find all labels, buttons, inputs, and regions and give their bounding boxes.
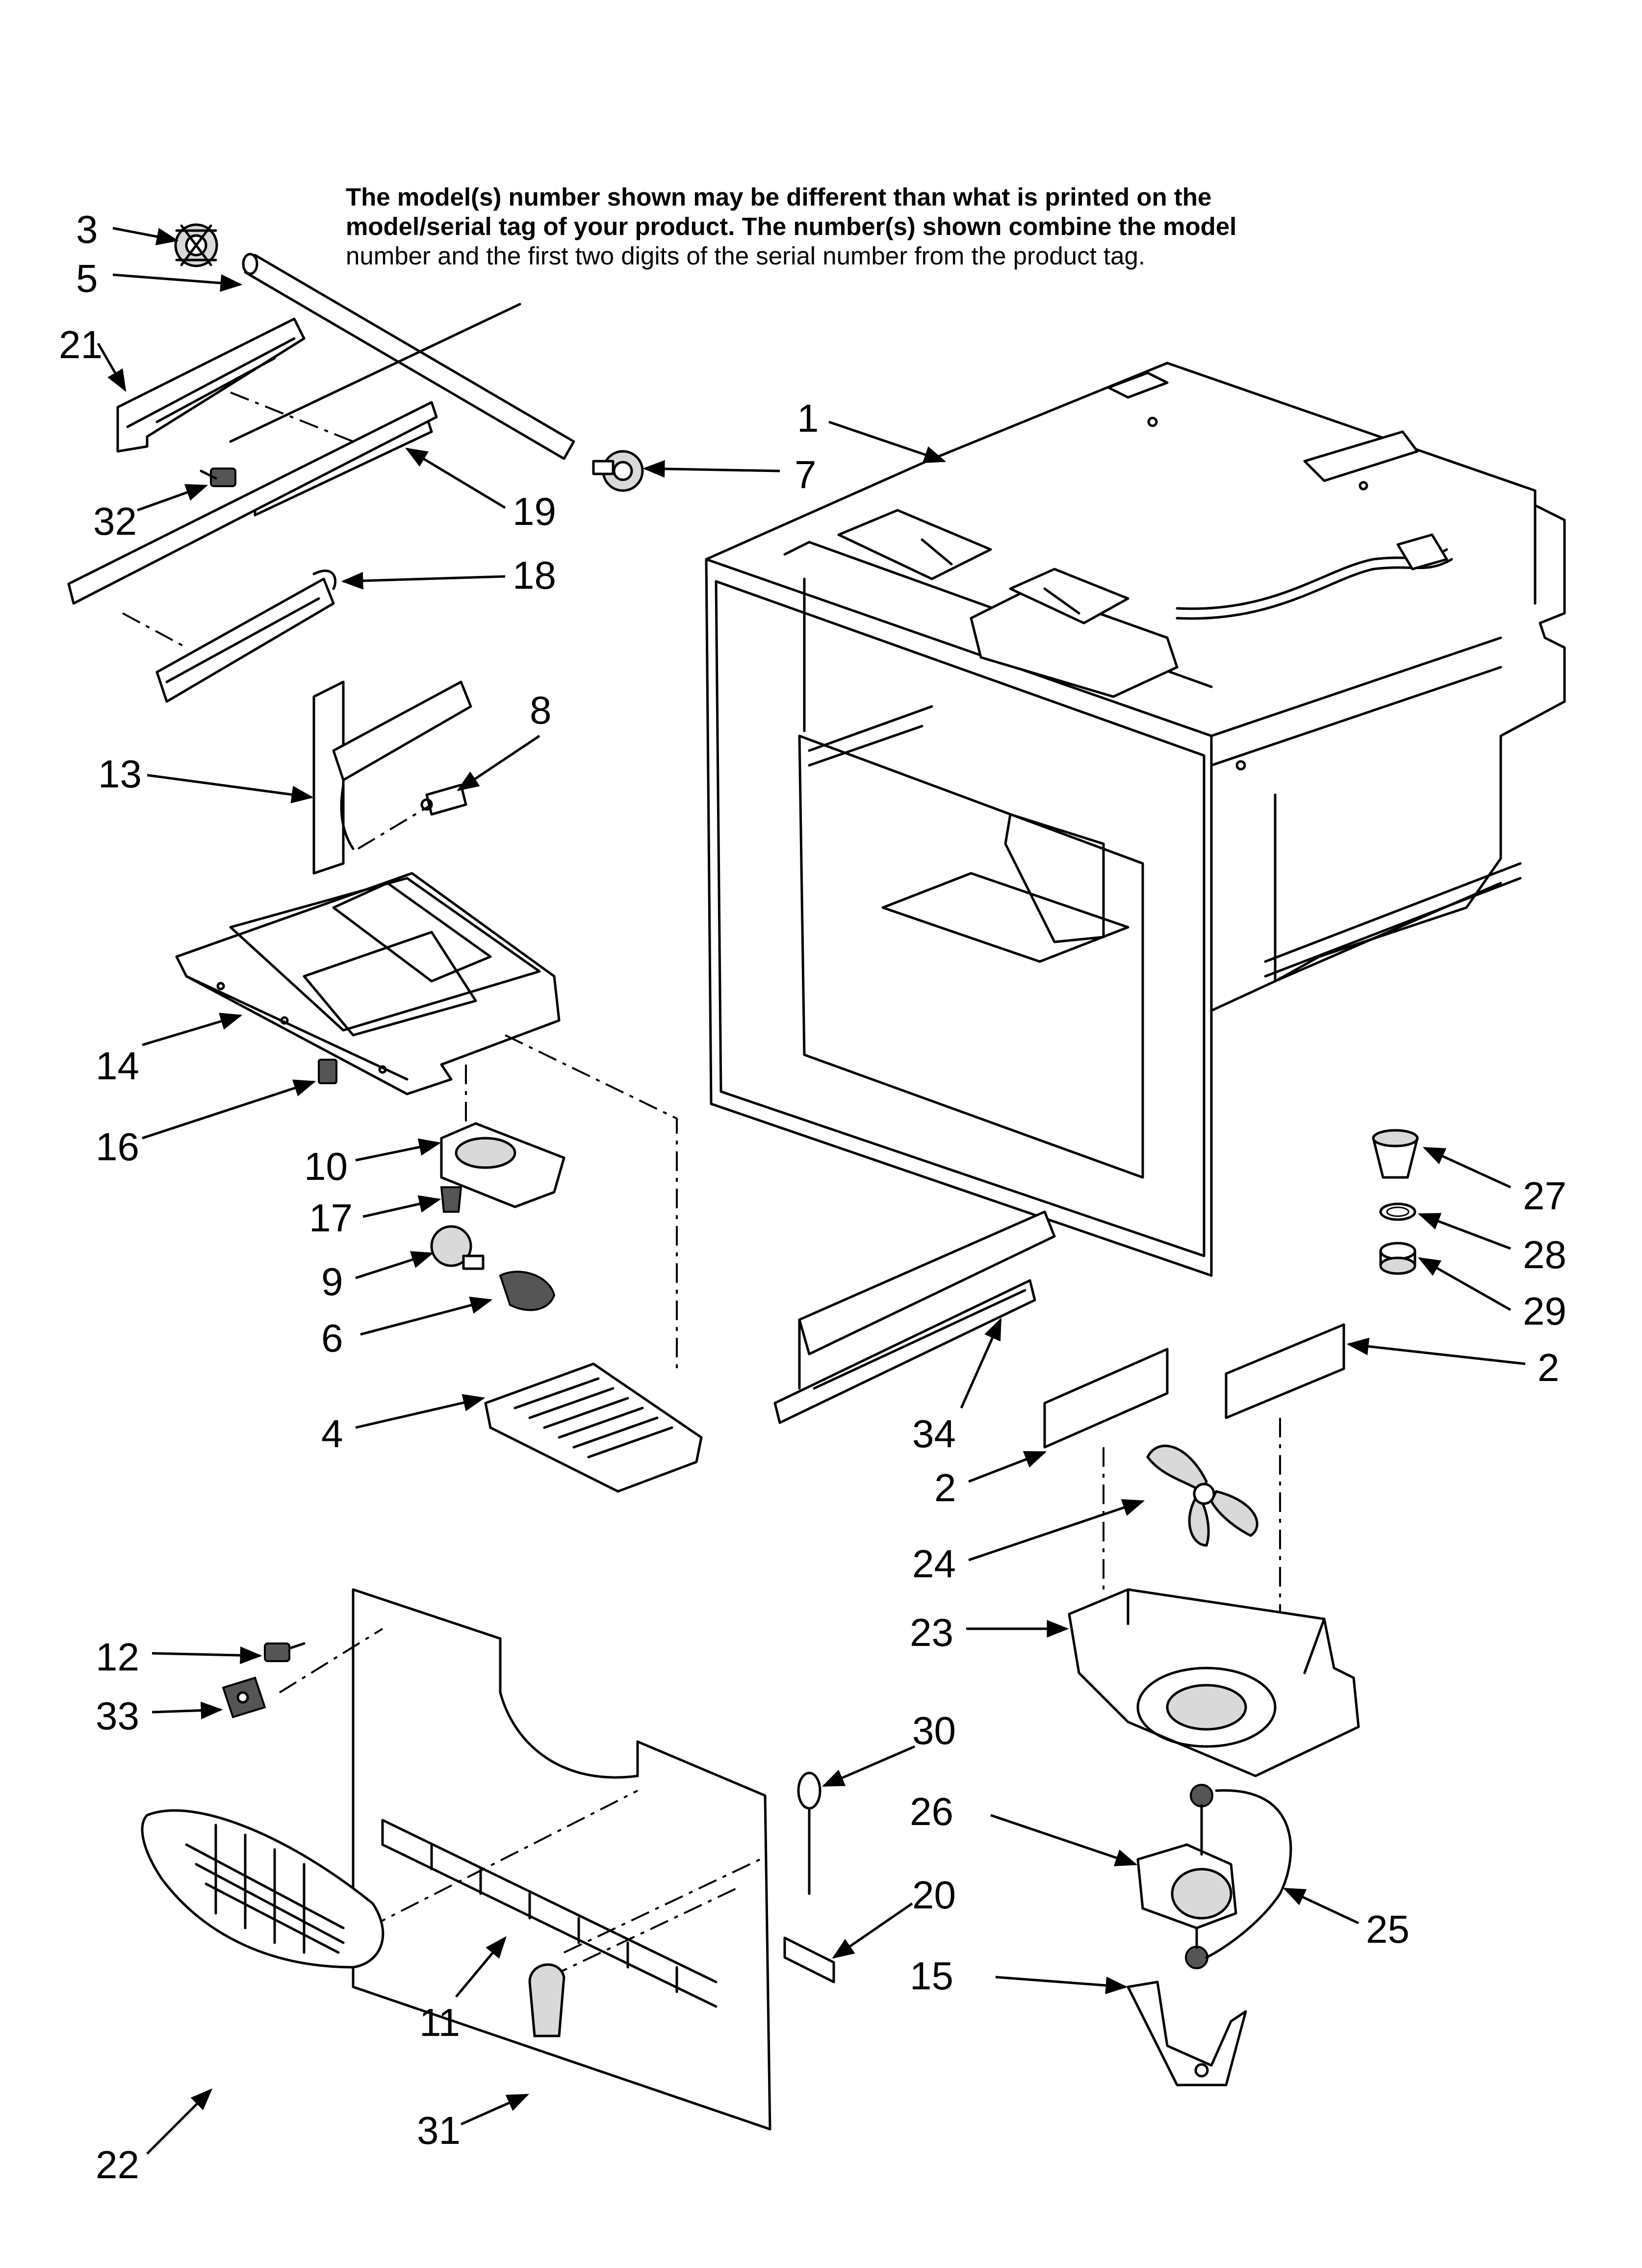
callout-25: 25 (1366, 1907, 1410, 1951)
wire-25-drawing (1205, 1789, 1292, 1959)
cover-13-drawing (312, 680, 472, 875)
callout-17: 17 (309, 1196, 353, 1240)
callout-14: 14 (96, 1044, 139, 1088)
callout-33: 33 (96, 1694, 139, 1738)
callout-22: 22 (96, 2143, 139, 2187)
bracket-18-drawing (122, 570, 337, 703)
fan-blade-24-drawing (1146, 1444, 1258, 1547)
callout-2-left: 2 (934, 1466, 956, 1510)
socket-6-drawing (499, 1271, 556, 1311)
callout-16: 16 (96, 1125, 139, 1169)
notice-line-1: The model(s) number shown may be differe… (346, 183, 1212, 211)
callout-21: 21 (59, 323, 103, 366)
bulb-9-drawing (430, 1225, 485, 1270)
clip-31-drawing (528, 1963, 565, 2037)
callout-9: 9 (321, 1260, 343, 1303)
light-housing-10-drawing (440, 1122, 565, 1208)
housing-14-drawing (175, 872, 561, 1095)
fan-shroud-23-drawing (1068, 1588, 1360, 1777)
callout-12: 12 (96, 1635, 139, 1679)
light-shield-4-drawing (484, 1362, 703, 1493)
callout-1: 1 (797, 396, 819, 440)
clip-33-drawing (222, 1676, 266, 1719)
callout-3: 3 (76, 208, 98, 251)
callout-2-right: 2 (1538, 1346, 1560, 1389)
callout-26: 26 (910, 1790, 953, 1833)
freezer-liner-drawing (705, 362, 1566, 1277)
dash-guide-4 (505, 1034, 678, 1369)
callout-23: 23 (910, 1611, 953, 1654)
callout-29: 29 (1523, 1289, 1566, 1333)
callout-arrows (97, 227, 1526, 2155)
block-2b-drawing (1043, 1348, 1169, 1449)
callout-15: 15 (910, 1954, 953, 1998)
callout-27: 27 (1523, 1174, 1566, 1218)
screw-8-drawing (420, 783, 467, 816)
notice-line-2: model/serial tag of your product. The nu… (346, 212, 1237, 240)
gear-drawing (174, 223, 218, 267)
clip-16-drawing (318, 1059, 337, 1084)
dash-guide-22a (367, 1790, 638, 1929)
screw-32-drawing (200, 468, 236, 487)
notice-line-3: number and the first two digits of the s… (346, 242, 1145, 270)
dash-guide-31 (549, 1888, 736, 1978)
callout-28: 28 (1523, 1233, 1566, 1277)
bracket-15-drawing (1127, 1981, 1247, 2086)
strip-20-drawing (783, 1936, 835, 1983)
screw-17-drawing (440, 1186, 462, 1213)
callout-24: 24 (912, 1542, 956, 1586)
ring-28-drawing (1379, 1202, 1416, 1221)
model-number-notice: The model(s) number shown may be differe… (346, 182, 1523, 271)
callout-32: 32 (93, 499, 137, 543)
callout-19: 19 (513, 490, 556, 533)
slide-rail-drawing (67, 303, 521, 605)
plug-29-drawing (1379, 1242, 1416, 1275)
callout-30: 30 (912, 1709, 956, 1752)
callout-31: 31 (417, 2109, 461, 2152)
callout-11: 11 (419, 2001, 460, 2044)
screw-12-drawing (264, 1642, 306, 1662)
callout-13: 13 (98, 752, 142, 796)
rear-panel-11-drawing (352, 1588, 771, 2131)
callout-6: 6 (321, 1316, 343, 1360)
callout-7: 7 (795, 453, 817, 496)
callout-8: 8 (530, 688, 552, 732)
callout-5: 5 (76, 257, 98, 300)
strip-34-drawing (773, 1210, 1056, 1424)
callout-4: 4 (321, 1412, 343, 1456)
cup-27-drawing (1372, 1129, 1419, 1179)
motor-26-drawing (1136, 1784, 1237, 1969)
callout-10: 10 (304, 1145, 348, 1188)
callout-20: 20 (912, 1873, 956, 1917)
callout-18: 18 (513, 553, 556, 597)
grille-22-drawing (141, 1809, 385, 1969)
block-2a-drawing (1225, 1323, 1345, 1419)
thermistor-30-drawing (797, 1772, 821, 1895)
callout-34: 34 (912, 1412, 956, 1456)
gear-7-drawing (592, 450, 644, 492)
